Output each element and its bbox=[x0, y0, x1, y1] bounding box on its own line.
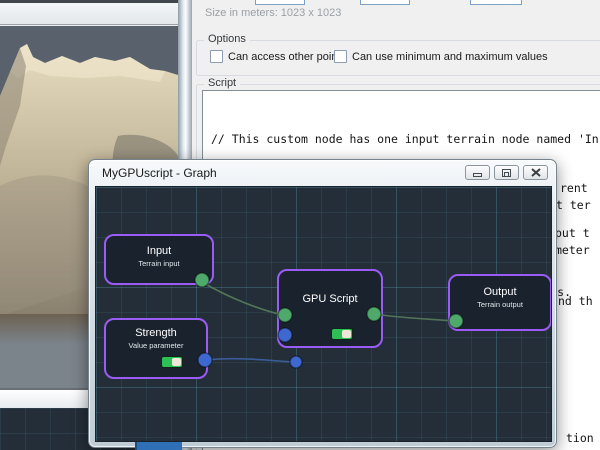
strength-output-port[interactable] bbox=[197, 352, 213, 368]
background-graph-node-partial[interactable] bbox=[135, 442, 182, 450]
node-output-subtitle: Terrain output bbox=[477, 300, 523, 309]
graph-window-title[interactable]: MyGPUscript - Graph bbox=[102, 166, 217, 180]
code-fragment: put t bbox=[555, 226, 590, 240]
node-gpu-script[interactable]: GPU Script bbox=[277, 269, 383, 348]
gpu-terrain-input-port[interactable] bbox=[277, 307, 293, 323]
gpu-output-port[interactable] bbox=[366, 306, 382, 322]
size-field-y[interactable] bbox=[360, 0, 410, 5]
code-fragment: rent bbox=[560, 181, 588, 195]
checkbox-label-can-access-other-points: Can access other points bbox=[228, 51, 347, 63]
wire-input-to-gpu bbox=[201, 281, 284, 316]
maximize-button[interactable] bbox=[494, 165, 519, 180]
maximize-icon-inner bbox=[504, 171, 509, 176]
size-field-z[interactable] bbox=[470, 0, 522, 5]
node-graph-canvas[interactable]: Input Terrain input Strength Value param… bbox=[95, 186, 552, 442]
size-field-x[interactable] bbox=[255, 0, 305, 5]
code-fragment: tion bbox=[566, 431, 594, 445]
checkbox-can-access-other-points[interactable] bbox=[210, 50, 223, 63]
minimize-icon bbox=[473, 172, 482, 177]
code-fragment: nd th bbox=[558, 294, 593, 308]
strength-link-endpoint[interactable] bbox=[289, 355, 303, 369]
node-output[interactable]: Output Terrain output bbox=[448, 274, 551, 331]
window-caption-buttons bbox=[465, 165, 548, 180]
wire-gpu-to-output bbox=[373, 313, 455, 322]
wire-strength-to-gpu bbox=[205, 357, 293, 363]
options-groupbox bbox=[196, 40, 600, 76]
code-fragment: meter bbox=[555, 243, 590, 257]
output-input-port[interactable] bbox=[448, 313, 464, 329]
graph-window: MyGPUscript - Graph Input Terrai bbox=[88, 159, 557, 448]
terrain-left-shadow bbox=[0, 48, 26, 166]
checkbox-can-use-min-max[interactable] bbox=[334, 50, 347, 63]
node-input-subtitle: Terrain input bbox=[138, 259, 180, 268]
left-window-toolbar bbox=[0, 3, 192, 25]
input-output-port[interactable] bbox=[194, 272, 210, 288]
size-in-meters-label: Size in meters: 1023 x 1023 bbox=[205, 7, 342, 19]
minimize-button[interactable] bbox=[465, 165, 490, 180]
strength-enable-toggle[interactable] bbox=[161, 356, 183, 368]
node-strength-title: Strength bbox=[135, 327, 177, 339]
code-line: // This custom node has one input terrai… bbox=[211, 132, 599, 146]
strength-toggle-handle bbox=[172, 358, 181, 366]
node-output-title: Output bbox=[483, 286, 517, 298]
close-button[interactable] bbox=[523, 165, 548, 180]
left-window-top-edge bbox=[0, 0, 192, 3]
script-group-title: Script bbox=[204, 77, 241, 89]
maximize-icon bbox=[502, 168, 511, 177]
node-strength[interactable]: Strength Value parameter bbox=[104, 318, 208, 379]
checkbox-label-can-use-min-max: Can use minimum and maximum values bbox=[352, 51, 548, 63]
gpu-script-enable-toggle[interactable] bbox=[331, 328, 353, 340]
gpu-value-input-port[interactable] bbox=[277, 327, 293, 343]
node-input[interactable]: Input Terrain input bbox=[104, 234, 214, 285]
terrain-ridge-highlight bbox=[10, 44, 165, 82]
node-input-title: Input bbox=[146, 245, 172, 257]
close-icon bbox=[530, 168, 541, 177]
gpu-script-toggle-handle bbox=[342, 330, 351, 338]
code-fragment: t ter bbox=[556, 198, 591, 212]
options-group-title: Options bbox=[204, 33, 250, 45]
node-gpu-script-title: GPU Script bbox=[302, 293, 358, 305]
node-strength-subtitle: Value parameter bbox=[128, 341, 184, 350]
